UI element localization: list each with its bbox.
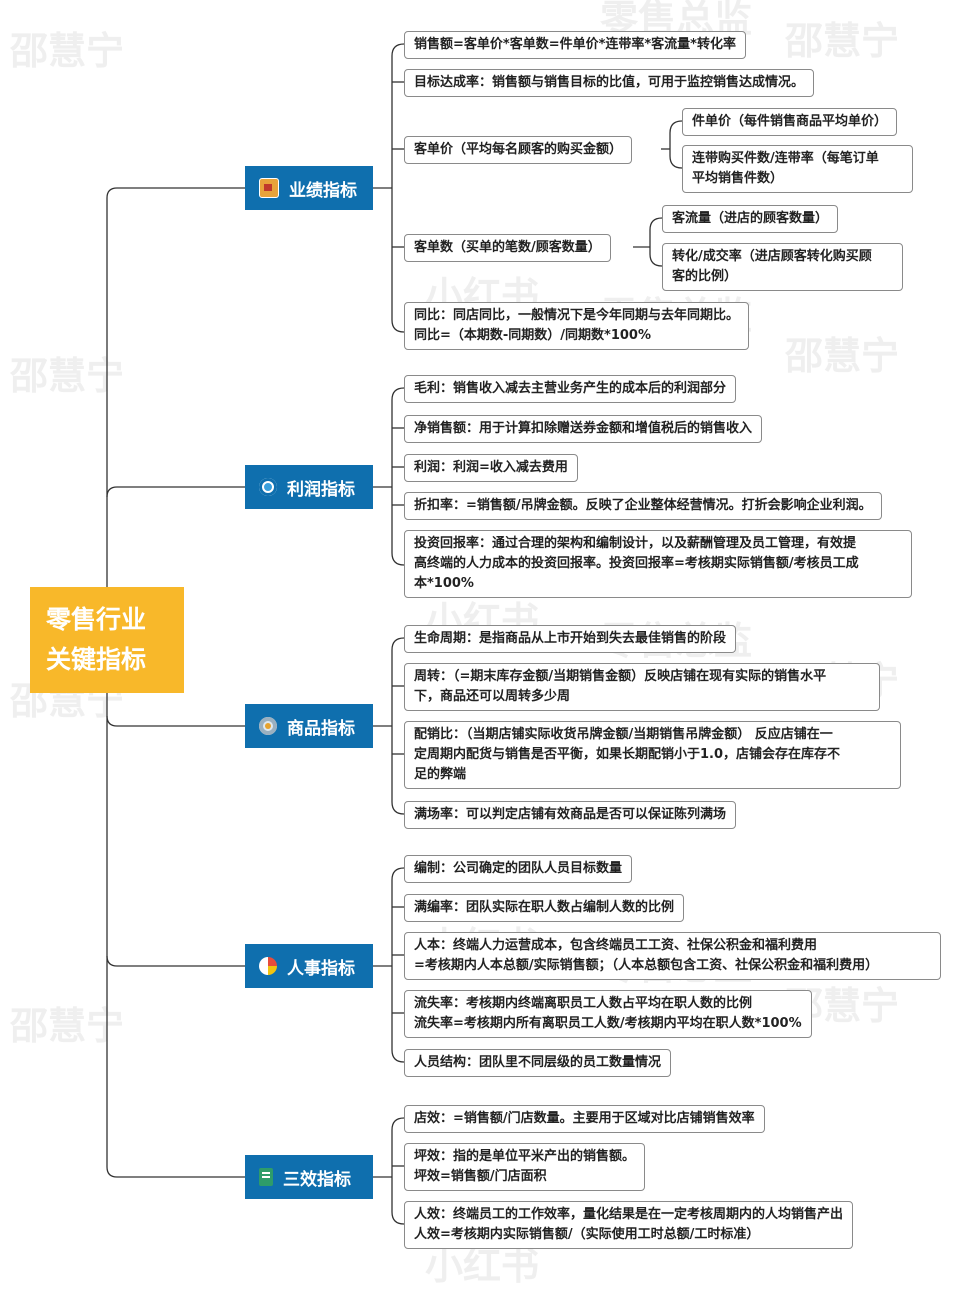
node-attrition[interactable]: 流失率：考核期内终端离职员工人数占平均在职人数的比例 流失率=考核期内所有离职员…: [404, 990, 812, 1038]
category-merchandise[interactable]: 商品指标: [245, 704, 373, 748]
node-store-efficiency[interactable]: 店效：=销售额/门店数量。主要用于区域对比店铺销售效率: [404, 1105, 765, 1133]
node-unit-price[interactable]: 件单价（每件销售商品平均单价）: [682, 108, 898, 136]
connector-branch: [391, 387, 405, 566]
pie-icon: [259, 957, 277, 975]
node-yoy[interactable]: 同比：同店同比，一般情况下是今年同期与去年同期比。 同比=（本期数-同期数）/同…: [404, 302, 750, 350]
node-turnover[interactable]: 周转：（=期末库存金额/当期销售金额）反映店铺在现有实际的销售水平 下，商品还可…: [404, 663, 880, 711]
node-order-count[interactable]: 客单数（买单的笔数/顾客数量）: [404, 234, 611, 262]
root-topic[interactable]: 零售行业 关键指标: [30, 587, 184, 693]
category-label: 三效指标: [283, 1169, 351, 1190]
node-sales-formula[interactable]: 销售额=客单价*客单数=件单价*连带率*客流量*转化率: [404, 31, 746, 59]
connector-root-trunk: [106, 187, 245, 587]
connector-branch: [391, 637, 405, 815]
node-structure[interactable]: 人员结构：团队里不同层级的员工数量情况: [404, 1049, 672, 1077]
connector-root-branch: [106, 955, 245, 967]
node-traffic[interactable]: 客流量（进店的顾客数量）: [662, 205, 839, 233]
node-labor-cost[interactable]: 人本：终端人力运营成本，包含终端员工工资、社保公积金和福利费用 =考核期内人本总…: [404, 932, 941, 980]
root-topic-line: 关键指标: [46, 645, 147, 674]
category-label: 利润指标: [287, 479, 355, 500]
connector-branch: [391, 1117, 405, 1225]
root-topic-line: 零售行业: [46, 605, 147, 634]
node-fill-rate[interactable]: 满编率：团队实际在职人数占编制人数的比例: [404, 894, 685, 922]
target-icon: [259, 478, 277, 496]
category-hr[interactable]: 人事指标: [245, 944, 373, 988]
node-fullness[interactable]: 满场率：可以判定店铺有效商品是否可以保证陈列满场: [404, 801, 737, 829]
category-efficiency[interactable]: 三效指标: [245, 1155, 373, 1199]
category-performance[interactable]: 业绩指标: [245, 166, 373, 210]
node-area-efficiency[interactable]: 坪效：指的是单位平米产出的销售额。 坪效=销售额/门店面积: [404, 1143, 646, 1191]
connector-branch: [649, 217, 663, 267]
node-avg-price[interactable]: 客单价（平均每名顾客的购买金额）: [404, 136, 633, 164]
node-attach-rate[interactable]: 连带购买件数/连带率（每笔订单 平均销售件数）: [682, 145, 913, 193]
connector-root-trunk: [106, 693, 245, 1178]
node-profit[interactable]: 利润：利润=收入减去费用: [404, 454, 578, 482]
connector-branch: [391, 867, 405, 1063]
node-gross-profit[interactable]: 毛利：销售收入减去主营业务产生的成本后的利润部分: [404, 375, 737, 403]
category-label: 人事指标: [287, 958, 355, 979]
connector-root-branch: [106, 715, 245, 727]
book-icon: [259, 1168, 273, 1186]
node-headcount[interactable]: 编制：公司确定的团队人员目标数量: [404, 855, 633, 883]
node-discount[interactable]: 折扣率：=销售额/吊牌金额。反映了企业整体经营情况。打折会影响企业利润。: [404, 492, 882, 520]
node-allocation[interactable]: 配销比：（当期店铺实际收货吊牌金额/当期销售吊牌金额） 反应店铺在一 定周期内配…: [404, 721, 901, 789]
connector-branch: [391, 43, 405, 333]
coin-icon: [259, 717, 277, 735]
box-icon: [259, 178, 279, 198]
node-target-rate[interactable]: 目标达成率：销售额与销售目标的比值，可用于监控销售达成情况。: [404, 69, 815, 97]
node-net-sales[interactable]: 净销售额：用于计算扣除赠送券金额和增值税后的销售收入: [404, 415, 763, 443]
category-label: 商品指标: [287, 718, 355, 739]
node-roi[interactable]: 投资回报率：通过合理的架构和编制设计，以及薪酬管理及员工管理，有效提 高终端的人…: [404, 530, 912, 598]
connector-branch: [669, 120, 683, 169]
node-staff-efficiency[interactable]: 人效：终端员工的工作效率，量化结果是在一定考核周期内的人均销售产出 人效=考核期…: [404, 1201, 854, 1249]
category-label: 业绩指标: [289, 180, 357, 201]
category-profit[interactable]: 利润指标: [245, 465, 373, 509]
node-lifecycle[interactable]: 生命周期：是指商品从上市开始到失去最佳销售的阶段: [404, 625, 737, 653]
node-conversion[interactable]: 转化/成交率（进店顾客转化购买顾 客的比例）: [662, 243, 903, 291]
connector-root-branch: [106, 486, 245, 498]
